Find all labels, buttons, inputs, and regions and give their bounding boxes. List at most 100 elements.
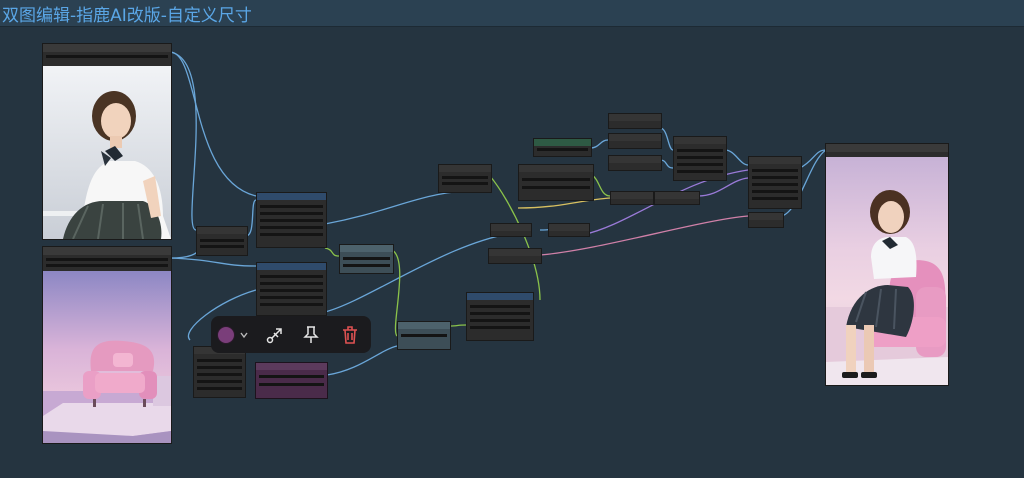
node-header[interactable] <box>257 193 326 200</box>
math-node-1[interactable] <box>490 223 532 237</box>
node-widget[interactable] <box>260 205 323 208</box>
delete-button[interactable] <box>335 320 365 349</box>
node-header[interactable] <box>534 139 591 146</box>
value-node-4[interactable] <box>610 191 654 205</box>
node-widget[interactable] <box>522 178 590 181</box>
node-widget[interactable] <box>259 383 324 386</box>
node-header[interactable] <box>398 322 450 329</box>
node-widget[interactable] <box>260 296 323 299</box>
node-widget[interactable] <box>260 226 323 229</box>
node-widget[interactable] <box>470 319 530 322</box>
node-widget[interactable] <box>537 148 588 151</box>
crop-node[interactable] <box>748 156 802 209</box>
node-header[interactable] <box>674 137 726 144</box>
node-header[interactable] <box>519 165 593 172</box>
node-widget[interactable] <box>197 380 242 383</box>
node-widget[interactable] <box>200 239 244 242</box>
guidance-node[interactable] <box>397 321 451 350</box>
node-header[interactable] <box>256 363 327 370</box>
node-widget[interactable] <box>197 373 242 376</box>
node-header[interactable] <box>655 192 699 199</box>
preview-image-node[interactable] <box>825 143 949 386</box>
node-widget[interactable] <box>470 312 530 315</box>
node-widget[interactable] <box>470 305 530 308</box>
node-header[interactable] <box>609 156 661 163</box>
value-node-3[interactable] <box>608 155 662 171</box>
latent-node[interactable] <box>518 164 594 201</box>
node-widget[interactable] <box>260 282 323 285</box>
loader-node[interactable] <box>193 346 246 398</box>
node-header[interactable] <box>611 192 653 199</box>
node-widget[interactable] <box>259 375 324 378</box>
node-widget[interactable] <box>46 264 168 267</box>
sampler-node[interactable] <box>466 292 534 341</box>
node-header[interactable] <box>609 134 661 141</box>
load-image-node-1[interactable] <box>42 43 172 240</box>
node-widget[interactable] <box>197 366 242 369</box>
math-node-2[interactable] <box>548 223 590 237</box>
node-header[interactable] <box>43 44 171 52</box>
node-widget[interactable] <box>752 197 798 200</box>
small-node[interactable] <box>748 212 784 228</box>
node-widget[interactable] <box>260 289 323 292</box>
node-widget[interactable] <box>260 219 323 222</box>
node-header[interactable] <box>257 263 326 270</box>
node-header[interactable] <box>549 224 589 231</box>
node-widget[interactable] <box>46 258 168 261</box>
node-header[interactable] <box>340 245 393 252</box>
node-widget[interactable] <box>470 326 530 329</box>
stitch-node[interactable] <box>256 192 327 248</box>
node-header[interactable] <box>197 227 247 234</box>
node-widget[interactable] <box>343 257 390 260</box>
node-widget[interactable] <box>752 190 798 193</box>
node-widget[interactable] <box>200 245 244 248</box>
node-header[interactable] <box>749 213 783 220</box>
node-header[interactable] <box>467 293 533 300</box>
value-node-5[interactable] <box>654 191 700 205</box>
node-header[interactable] <box>439 165 491 172</box>
resize-node[interactable] <box>196 226 248 256</box>
node-widget[interactable] <box>197 387 242 390</box>
value-node-1[interactable] <box>608 113 662 129</box>
model-node[interactable] <box>533 138 592 157</box>
encode-node[interactable] <box>256 262 327 316</box>
decode-node[interactable] <box>673 136 727 181</box>
node-header[interactable] <box>489 249 541 256</box>
node-widget[interactable] <box>401 334 447 337</box>
size-node[interactable] <box>438 164 492 193</box>
node-widget[interactable] <box>197 359 242 362</box>
node-header[interactable] <box>826 144 948 152</box>
node-widget[interactable] <box>677 149 723 152</box>
wire <box>187 289 257 341</box>
bypass-button[interactable] <box>259 320 291 349</box>
node-widget[interactable] <box>343 264 390 267</box>
node-widget[interactable] <box>677 156 723 159</box>
wire <box>697 177 749 197</box>
node-widget[interactable] <box>260 212 323 215</box>
node-widget[interactable] <box>442 182 488 185</box>
prompt-node[interactable] <box>255 362 328 399</box>
pin-button[interactable] <box>297 320 325 349</box>
node-header[interactable] <box>749 157 801 164</box>
node-widget[interactable] <box>677 170 723 173</box>
node-header[interactable] <box>43 247 171 255</box>
node-widget[interactable] <box>522 186 590 189</box>
node-widget[interactable] <box>677 163 723 166</box>
node-widget[interactable] <box>260 275 323 278</box>
input-image-1 <box>43 66 171 239</box>
node-header[interactable] <box>609 114 661 121</box>
conditioning-node[interactable] <box>339 244 394 274</box>
load-image-node-2[interactable] <box>42 246 172 444</box>
output-image <box>826 157 948 385</box>
node-widget[interactable] <box>260 233 323 236</box>
node-header[interactable] <box>491 224 531 231</box>
node-widget[interactable] <box>260 303 323 306</box>
int-node[interactable] <box>488 248 542 264</box>
node-widget[interactable] <box>752 183 798 186</box>
node-widget[interactable] <box>752 169 798 172</box>
value-node-2[interactable] <box>608 133 662 149</box>
node-widget[interactable] <box>46 55 168 58</box>
node-widget[interactable] <box>442 176 488 179</box>
node-widget[interactable] <box>752 176 798 179</box>
color-picker-button[interactable] <box>215 320 251 349</box>
